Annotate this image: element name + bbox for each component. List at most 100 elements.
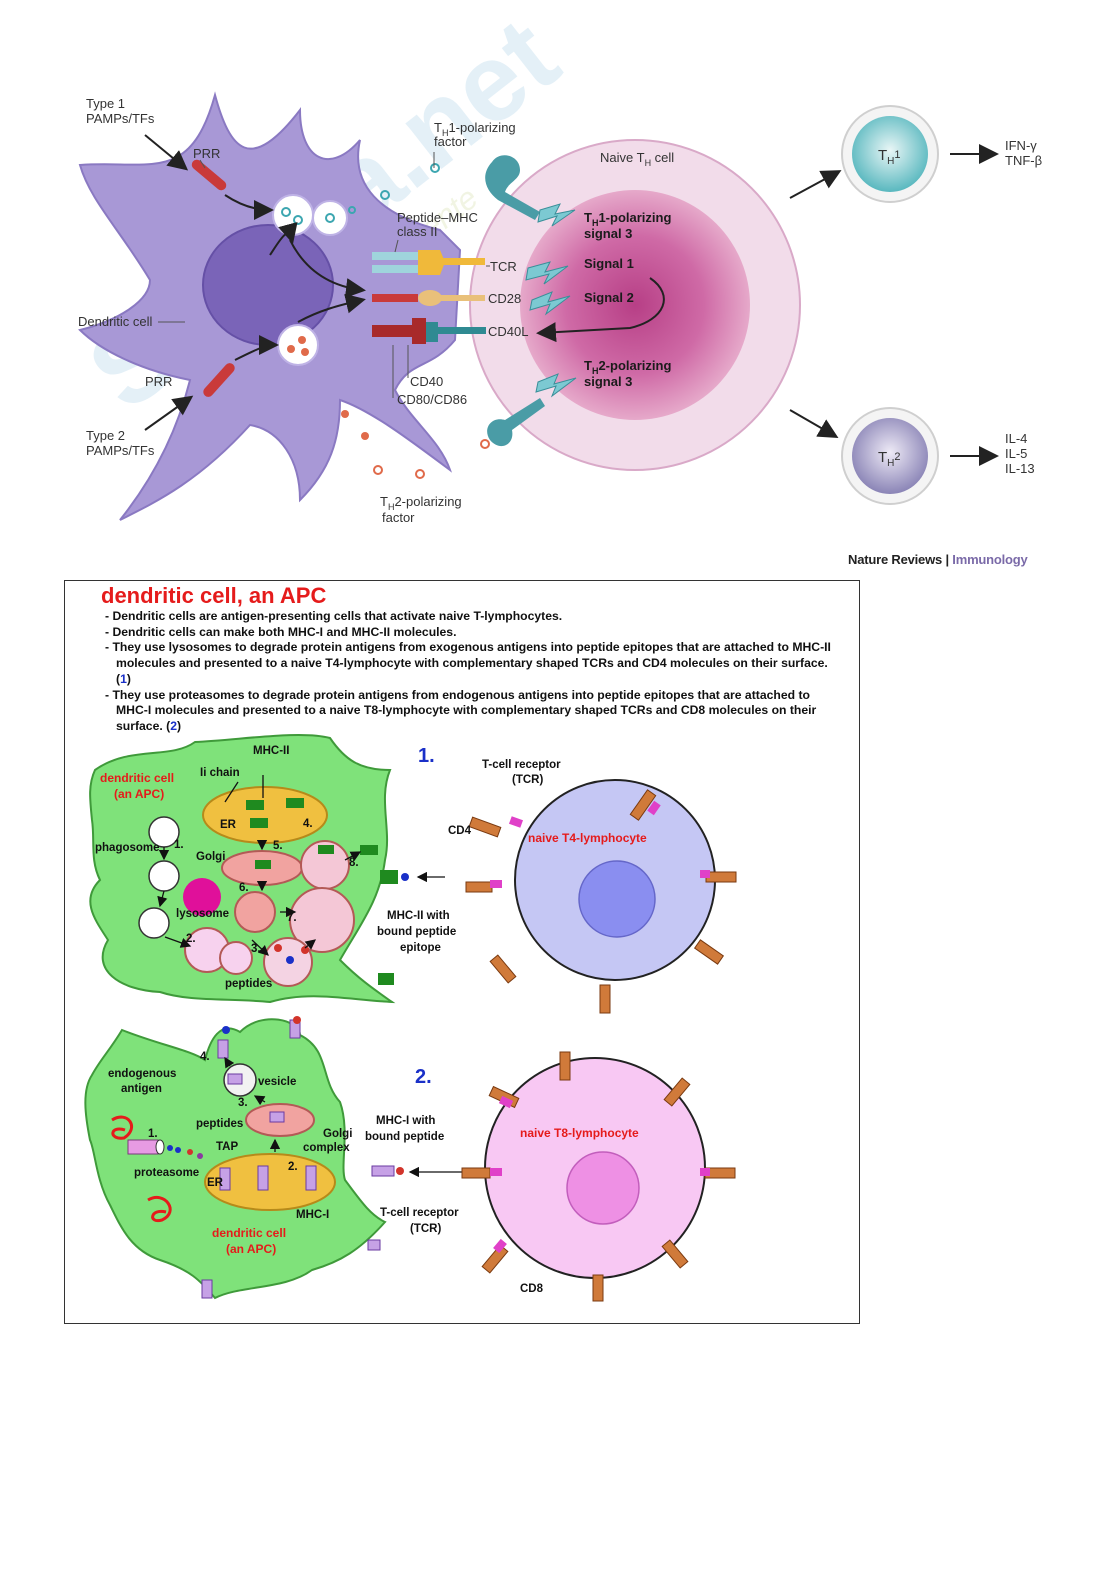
prr-receptor-bottom [203, 363, 235, 397]
fig2-step-1: 1. [148, 1128, 158, 1140]
fig1-step-4: 4. [303, 818, 313, 830]
fig1-t4-cell [514, 779, 716, 981]
th2-polarizing-receptor [487, 398, 545, 447]
fig1-number: 1. [418, 745, 435, 767]
fig1-er-label: ER [220, 819, 237, 831]
credit-journal: Nature Reviews [848, 552, 943, 567]
fig1-golgi-label: Golgi [196, 851, 225, 863]
th2-cell-label: TH2 [878, 449, 901, 469]
th2-signal3-t: T [584, 358, 592, 373]
fig1-step-8: 8. [349, 857, 359, 869]
fig1-dc-line1: dendritic cell [100, 771, 174, 785]
fig2-number: 2. [415, 1066, 432, 1088]
th1-factor-label: TH1-polarizing [434, 120, 516, 138]
cd40-label: CD40 [410, 374, 443, 389]
bullet-4-close: ) [176, 718, 182, 733]
th1-signal3-label: TH1-polarizing [584, 210, 671, 228]
fig2-step-4: 4. [200, 1051, 210, 1063]
th1-factor-t: T [434, 120, 442, 135]
th1-polarizing-receptor [485, 155, 540, 220]
fig1-cd4-label: CD4 [448, 825, 472, 837]
fig1-tcr-line1: T-cell receptor [482, 759, 561, 771]
naive-th-rest: cell [651, 150, 674, 165]
fig2-step-3: 3. [238, 1097, 248, 1109]
peptide-mhc-line2: class II [397, 224, 437, 239]
th1-cell [841, 105, 939, 203]
il13-label: IL-13 [1005, 461, 1035, 476]
type1-label-line2: PAMPs/TFs [86, 111, 155, 126]
naive-th-label: Naive TH cell [600, 150, 674, 168]
tcr-label: TCR [490, 259, 517, 274]
th2-cell-sub: H [887, 458, 894, 469]
prr-label-top: PRR [193, 146, 220, 161]
bullet-3-close: ) [126, 671, 131, 686]
bullet-3-ref: 1 [120, 671, 127, 686]
fig2-cd8-label: CD8 [520, 1283, 544, 1295]
fig1-step-6: 6. [239, 882, 249, 894]
cd28-label: CD28 [488, 291, 521, 306]
cd80-86-label: CD80/CD86 [397, 392, 467, 407]
fig1-mhc2-bound-line3: epitope [400, 942, 441, 954]
fig1-dc-line2: (an APC) [114, 787, 164, 801]
fig2-tap-label: TAP [216, 1141, 238, 1153]
th1-cell-sub: H [887, 156, 894, 167]
prr-receptor-top [191, 159, 227, 191]
signal2-label: Signal 2 [584, 290, 634, 305]
th2-factor-rest: 2-polarizing [394, 494, 461, 509]
bullet-3-text: - They use lysosomes to degrade protein … [105, 640, 831, 686]
bullet-4: - They use proteasomes to degrade protei… [105, 688, 840, 735]
th2-signal3-line2: signal 3 [584, 374, 632, 389]
synapse-molecules [372, 250, 486, 344]
fig1-mhc2-label: MHC-II [253, 745, 289, 757]
il5-label: IL-5 [1005, 446, 1027, 461]
fig1-step-2: 2. [186, 933, 196, 945]
th1-factor-line2: factor [434, 134, 467, 149]
naive-th-sub: H [645, 158, 652, 168]
fig2-tcr-line1: T-cell receptor [380, 1207, 459, 1219]
signal-bolts [525, 203, 577, 398]
figure-credit: Nature Reviews | Immunology [848, 552, 1028, 567]
bullet-3: - They use lysosomes to degrade protein … [105, 640, 840, 687]
fig2-er-label: ER [207, 1177, 224, 1189]
fig2-mhc1-label: MHC-I [296, 1209, 329, 1221]
fig2-proteasome-label: proteasome [134, 1167, 199, 1179]
fig1-phagosome-label: phagosome [95, 842, 160, 854]
bullet-1-text: - Dendritic cells are antigen-presenting… [105, 609, 563, 623]
fig1-organelles [138, 786, 409, 987]
fig2-step-2: 2. [288, 1161, 298, 1173]
fig1-mhc2-bound-line2: bound peptide [377, 926, 456, 938]
th2-factor-label: TH2-polarizing [380, 494, 462, 512]
fig2-tcr-tips [490, 1095, 710, 1254]
th2-signal3-sub: H [592, 366, 599, 376]
th2-cell-t: T [878, 449, 887, 466]
th2-cell [841, 407, 939, 505]
fig2-tcr-line2: (TCR) [410, 1223, 441, 1235]
fig1-step-5: 5. [273, 840, 283, 852]
th2-signal3-rest: 2-polarizing [598, 358, 671, 373]
fig2-golgi-line1: Golgi [323, 1128, 352, 1140]
th1-cell-t: T [878, 147, 887, 164]
fig1-arrows [157, 775, 445, 956]
fig2-golgi-line2: complex [303, 1142, 350, 1154]
type2-label-line2: PAMPs/TFs [86, 443, 155, 458]
th2-cell-rest: 2 [894, 451, 900, 463]
ifn-gamma-label: IFN-γ [1005, 138, 1037, 153]
panel-bullet-list: - Dendritic cells are antigen-presenting… [105, 609, 840, 735]
panel-title: dendritic cell, an APC [101, 583, 327, 608]
fig2-arrows [224, 1056, 470, 1178]
fig2-vesicle-label: vesicle [258, 1076, 296, 1088]
fig1-t4-label: naive T4-lymphocyte [528, 831, 647, 845]
bullet-2-text: - Dendritic cells can make both MHC-I an… [105, 624, 457, 639]
th1-signal3-rest: 1-polarizing [598, 210, 671, 225]
dendritic-cell-body [78, 91, 462, 521]
th1-cell-rest: 1 [894, 149, 900, 161]
fig2-endogenous-line1: endogenous [108, 1068, 176, 1080]
fig2-organelles [111, 1016, 404, 1299]
th1-cell-label: TH1 [878, 147, 901, 167]
fig1-lysosome-label: lysosome [176, 908, 229, 920]
th1-signal3-sub: H [592, 218, 599, 228]
fig2-t8-label: naive T8-lymphocyte [520, 1126, 639, 1140]
naive-th-t: Naive T [600, 150, 645, 165]
peptide-mhc-line1: Peptide–MHC [397, 210, 478, 225]
